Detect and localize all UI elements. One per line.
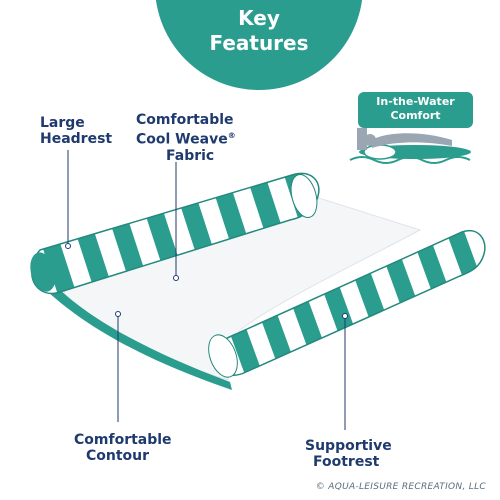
fabric-line-2-wrap: Cool Weave® xyxy=(136,128,236,148)
headrest-line-1: Large xyxy=(40,115,85,131)
copyright-notice: © AQUA-LEISURE RECREATION, LLC xyxy=(315,482,486,492)
callout-leaders xyxy=(65,150,348,430)
contour-callout: Comfortable Contour xyxy=(74,432,172,464)
footrest-line-2: Footrest xyxy=(313,454,380,470)
badge-line-2: Features xyxy=(209,31,309,55)
fabric-line-3: Fabric xyxy=(166,147,215,164)
footrest-line-1: Supportive xyxy=(305,438,392,454)
footrest-callout: Supportive Footrest xyxy=(305,438,392,470)
fabric-line-2: Cool Weave xyxy=(136,131,228,148)
footrest-pillow xyxy=(208,229,486,378)
in-water-comfort-label: In-the-Water Comfort xyxy=(358,92,473,128)
fabric-line-1: Comfortable xyxy=(136,112,234,128)
headrest-callout: Large Headrest xyxy=(40,115,112,147)
in-water-line-1: In-the-Water xyxy=(376,95,455,108)
contour-edging xyxy=(48,285,232,390)
headrest-line-2: Headrest xyxy=(40,131,113,147)
contour-line-2: Contour xyxy=(86,448,150,464)
registered-mark: ® xyxy=(227,131,236,140)
headrest-pillow xyxy=(30,172,320,295)
in-water-icon xyxy=(349,128,471,164)
fabric-callout: Comfortable Cool Weave® Fabric xyxy=(136,112,236,164)
contour-line-1: Comfortable xyxy=(74,432,172,448)
in-water-line-2: Comfort xyxy=(390,109,441,122)
key-features-title: Key Features xyxy=(155,0,363,56)
badge-line-1: Key xyxy=(238,6,280,30)
